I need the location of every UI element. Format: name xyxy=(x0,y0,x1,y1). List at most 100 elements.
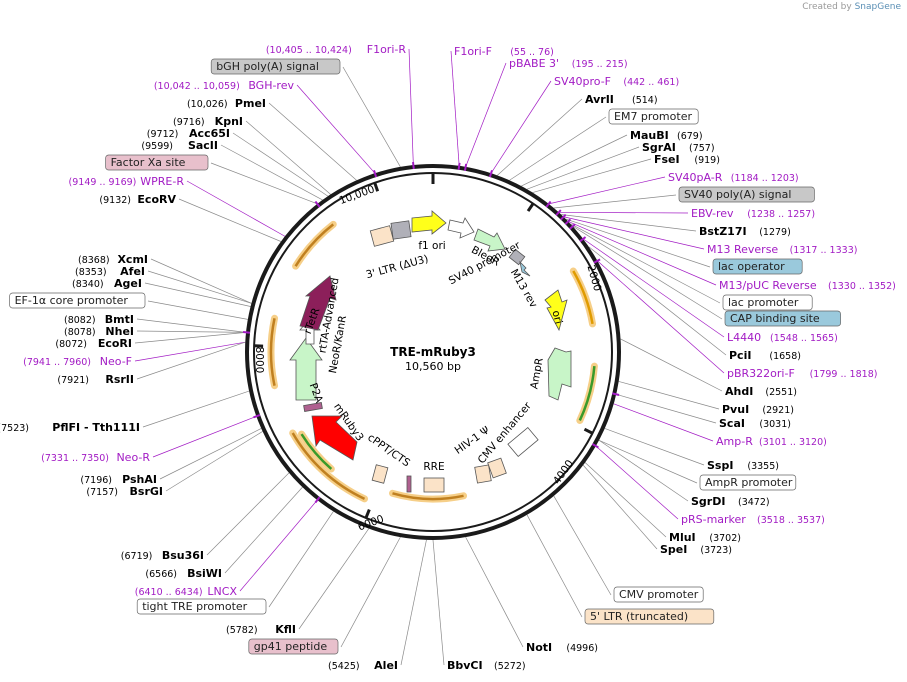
enzyme-bstz17i[interactable]: BstZ17I(1279) xyxy=(699,225,791,238)
site-position: (9716) xyxy=(173,117,205,128)
feature-tag-5-ltr-truncated[interactable]: 5' LTR (truncated) xyxy=(584,608,715,625)
feature-tag-bgh-poly-a-signal[interactable]: bGH poly(A) signal xyxy=(210,58,341,75)
enzyme-sacii[interactable]: SacII(9599) xyxy=(141,139,218,152)
enzyme-sspi[interactable]: SspI(3355) xyxy=(707,459,779,472)
feature-tag-lac-operator[interactable]: lac operator xyxy=(712,258,803,275)
enzyme-maubi[interactable]: MauBI(679) xyxy=(630,129,703,142)
leader-line-bgh-poly-a-signal xyxy=(342,66,401,168)
enzyme-pflfi-tth111i[interactable]: PflFI - Tth111I(7523) xyxy=(0,421,140,434)
primer-pbr322ori-f[interactable]: pBR322ori-F(1799 .. 1818) xyxy=(727,367,877,380)
enzyme-pshai[interactable]: PshAI(7196) xyxy=(80,473,157,486)
enzyme-pmei[interactable]: PmeI(10,026) xyxy=(187,97,266,110)
primer-ebv-rev[interactable]: EBV-rev(1238 .. 1257) xyxy=(691,207,815,220)
enzyme-bsiwi[interactable]: BsiWI(6566) xyxy=(145,567,222,580)
enzyme-agei[interactable]: AgeI(8340) xyxy=(72,277,142,290)
primer-wpre-r[interactable]: WPRE-R(9149 .. 9169) xyxy=(69,175,185,188)
feature-tag-cap-binding-site[interactable]: CAP binding site xyxy=(724,310,841,327)
enzyme-kfli[interactable]: KflI(5782) xyxy=(226,623,296,636)
enzyme-kpni[interactable]: KpnI(9716) xyxy=(173,115,243,128)
primer-site-mark xyxy=(488,170,493,178)
enzyme-scai[interactable]: ScaI(3031) xyxy=(719,417,791,430)
feature-3-ltr xyxy=(369,225,395,247)
enzyme-noti[interactable]: NotI(4996) xyxy=(526,641,598,654)
feature-tag-em7-promoter[interactable]: EM7 promoter xyxy=(608,108,699,125)
site-name: Neo-F xyxy=(100,355,132,368)
site-name: F1ori-F xyxy=(454,45,492,58)
leader-line-bmti xyxy=(136,318,247,333)
leader-line-f1ori-r xyxy=(408,48,414,166)
enzyme-ahdi[interactable]: AhdI(2551) xyxy=(725,385,797,398)
enzyme-ecori[interactable]: EcoRI(8072) xyxy=(55,337,132,350)
feature-tag-gp41-peptide[interactable]: gp41 peptide xyxy=(248,638,339,655)
primer-l4440[interactable]: L4440(1548 .. 1565) xyxy=(727,331,838,344)
feature-tag-box xyxy=(105,154,209,171)
feature-tag-lac-promoter[interactable]: lac promoter xyxy=(722,294,813,311)
enzyme-spei[interactable]: SpeI(3723) xyxy=(660,543,732,556)
enzyme-rsrii[interactable]: RsrII(7921) xyxy=(57,373,134,386)
site-name: EcoRV xyxy=(137,193,176,206)
leader-line-bsrgi xyxy=(165,431,263,492)
site-position: (6719) xyxy=(121,551,153,562)
site-name: EcoRI xyxy=(98,337,132,350)
enzyme-avrii[interactable]: AvrII(514) xyxy=(585,93,658,106)
enzyme-ecorv[interactable]: EcoRV(9132) xyxy=(99,193,176,206)
enzyme-acc65i[interactable]: Acc65I(9712) xyxy=(147,127,230,140)
enzyme-fsei[interactable]: FseI(919) xyxy=(654,153,720,166)
primer-m13-puc-reverse[interactable]: M13/pUC Reverse(1330 .. 1352) xyxy=(719,279,896,292)
leader-line-sgrai xyxy=(526,146,640,190)
primer-lncx[interactable]: LNCX(6410 .. 6434) xyxy=(135,585,238,598)
site-name: BsrGI xyxy=(130,485,163,498)
feature-tag-text: CAP binding site xyxy=(730,312,820,325)
feature-tag-cmv-promoter[interactable]: CMV promoter xyxy=(613,586,704,603)
feature-tag-sv40-poly-a-signal[interactable]: SV40 poly(A) signal xyxy=(678,186,815,203)
leader-line-m13-reverse xyxy=(563,216,705,250)
feature-tag-text: EF-1α core promoter xyxy=(15,294,129,307)
leader-line-xcmi xyxy=(150,258,252,304)
feature-tag-ef-1-core-promoter[interactable]: EF-1α core promoter xyxy=(9,292,146,309)
site-name: PflFI - Tth111I xyxy=(52,421,140,434)
orf-arc xyxy=(294,223,335,267)
feature-tag-tight-tre-promoter[interactable]: tight TRE promoter xyxy=(136,598,267,615)
primer-neo-f[interactable]: Neo-F(7941 .. 7960) xyxy=(23,355,132,368)
primer-sv40pro-f[interactable]: SV40pro-F(442 .. 461) xyxy=(554,75,679,88)
site-position: (9712) xyxy=(147,129,179,140)
enzyme-bsrgi[interactable]: BsrGI(7157) xyxy=(86,485,163,498)
primer-f1ori-r[interactable]: F1ori-R(10,405 .. 10,424) xyxy=(266,43,407,56)
primer-sv40pa-r[interactable]: SV40pA-R(1184 .. 1203) xyxy=(668,171,799,184)
enzyme-alei[interactable]: AleI(5425) xyxy=(328,659,398,672)
label-ori: ori xyxy=(549,309,564,325)
leader-line-ecori xyxy=(134,332,247,344)
site-name: RsrII xyxy=(105,373,134,386)
enzyme-sgrdi[interactable]: SgrDI(3472) xyxy=(691,495,770,508)
enzyme-xcmi[interactable]: XcmI(8368) xyxy=(78,253,148,266)
primer-m13-reverse[interactable]: M13 Reverse(1317 .. 1333) xyxy=(707,243,857,256)
primer-neo-r[interactable]: Neo-R(7331 .. 7350) xyxy=(41,451,150,464)
primer-bgh-rev[interactable]: BGH-rev(10,042 .. 10,059) xyxy=(154,79,295,92)
feature-tag-ampr-promoter[interactable]: AmpR promoter xyxy=(699,474,797,491)
enzyme-bmti[interactable]: BmtI(8082) xyxy=(64,313,134,326)
site-position: (7196) xyxy=(80,475,112,486)
enzyme-sgrai[interactable]: SgrAI(757) xyxy=(642,141,715,154)
site-position: (1799 .. 1818) xyxy=(810,369,878,380)
leader-line-tight-tre-promoter xyxy=(268,511,334,608)
primer-amp-r[interactable]: Amp-R(3101 .. 3120) xyxy=(716,435,827,448)
primer-prs-marker[interactable]: pRS-marker(3518 .. 3537) xyxy=(681,513,825,526)
primer-f1ori-f[interactable]: F1ori-F(55 .. 76) xyxy=(454,45,554,58)
enzyme-mlui[interactable]: MluI(3702) xyxy=(669,531,741,544)
enzyme-bsu36i[interactable]: Bsu36I(6719) xyxy=(121,549,204,562)
leader-line-kfli xyxy=(298,528,369,630)
feature-tag-factor-xa-site[interactable]: Factor Xa site xyxy=(105,154,209,171)
leader-line-gp41-peptide xyxy=(340,536,401,648)
primer-pbabe-3[interactable]: pBABE 3'(195 .. 215) xyxy=(509,57,628,70)
enzyme-bbvci[interactable]: BbvCI(5272) xyxy=(447,659,526,672)
enzyme-pvui[interactable]: PvuI(2921) xyxy=(722,403,794,416)
site-name: Amp-R xyxy=(716,435,753,448)
feature-cmv-promoter xyxy=(487,457,507,479)
leader-line-mlui xyxy=(584,462,667,538)
enzyme-afei[interactable]: AfeI(8353) xyxy=(75,265,145,278)
enzyme-pcii[interactable]: PciI(1658) xyxy=(729,349,801,362)
leader-line-neo-f xyxy=(134,341,246,362)
leader-line-lac-promoter xyxy=(570,223,721,304)
feature-tag-box xyxy=(613,586,704,603)
enzyme-nhei[interactable]: NheI(8078) xyxy=(64,325,134,338)
